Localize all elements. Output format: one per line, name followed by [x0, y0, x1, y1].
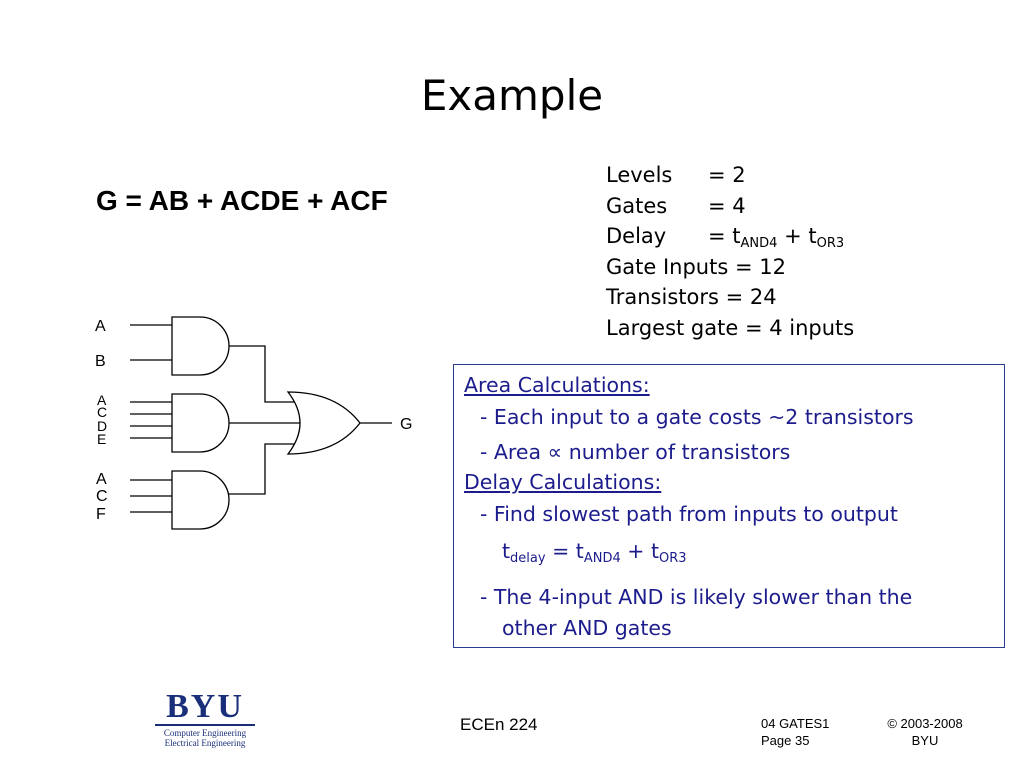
formula-sub-or3: OR3 [658, 551, 687, 566]
footer-page-info: 04 GATES1 Page 35 [761, 715, 829, 749]
area-heading: Area Calculations: [464, 373, 650, 397]
logic-circuit-diagram: A B A C D E A C F G [95, 316, 412, 530]
area-line-2-pre: - Area [480, 440, 548, 464]
stat-gates-value: = 4 [708, 193, 746, 218]
logo-subtitle-2: Electrical Engineering [164, 738, 246, 748]
delay-formula: tdelay = tAND4 + tOR3 [502, 539, 687, 566]
stat-levels-value: = 2 [708, 163, 746, 187]
formula-eq: = t [545, 539, 584, 563]
logo-wordmark: BYU [166, 688, 244, 725]
output-label-g: G [400, 416, 412, 433]
formula-sub-and4: AND4 [583, 551, 621, 566]
logo-subtitle-1: Computer Engineering [163, 728, 247, 738]
and-gate-1 [171, 316, 230, 376]
footer-copyright-years: © 2003-2008 [887, 716, 963, 731]
stat-delay-value: = tAND4 + tOR3 [708, 221, 844, 252]
proportional-symbol: ∝ [547, 440, 563, 464]
stat-gate-inputs: Gate Inputs = 12 [606, 254, 786, 279]
wire-and1-or [229, 345, 298, 403]
logo-rule [155, 724, 255, 726]
delay-line-2: - The 4-input AND is likely slower than … [480, 585, 913, 609]
footer-chapter: 04 GATES1 [761, 716, 830, 731]
formula-t1: t [502, 539, 511, 563]
calculations-box: Area Calculations: - Each input to a gat… [453, 364, 1005, 648]
area-line-2: - Area ∝ number of transistors [480, 440, 790, 464]
input-label-c1: C [97, 404, 107, 420]
delay-plus: + t [777, 224, 817, 248]
delay-sub-and4: AND4 [740, 236, 778, 251]
formula-sub-delay: delay [510, 551, 546, 566]
stat-levels: Levels = 2 [606, 160, 854, 191]
or-gate [286, 391, 361, 455]
input-label-e: E [97, 431, 106, 447]
input-label-d: D [97, 418, 107, 434]
delay-line-3: other AND gates [502, 616, 672, 640]
area-line-1: - Each input to a gate costs ~2 transist… [480, 405, 914, 429]
footer-course: ECEn 224 [460, 715, 538, 734]
formula-plus: + t [620, 539, 659, 563]
stat-levels-label: Levels [606, 163, 673, 187]
boolean-equation: G = AB + ACDE + ACF [96, 185, 388, 216]
footer-org: BYU [911, 733, 939, 748]
footer-copyright: © 2003-2008 BYU [880, 715, 970, 749]
and-gate-2 [171, 393, 230, 453]
input-label-a3: A [96, 471, 107, 488]
stat-gates: Gates = 4 [606, 191, 854, 222]
slide-title: Example [420, 71, 604, 120]
delay-eq: = t [708, 224, 741, 248]
delay-line-1: - Find slowest path from inputs to outpu… [480, 502, 898, 526]
delay-heading: Delay Calculations: [464, 470, 662, 494]
stat-transistors: Transistors = 24 [606, 285, 777, 309]
stat-delay-label: Delay [606, 224, 667, 248]
footer-page-number: Page 35 [761, 733, 810, 748]
byu-logo: BYU Computer Engineering Electrical Engi… [155, 688, 255, 748]
stat-delay: Delay = tAND4 + tOR3 [606, 221, 854, 252]
input-label-f: F [96, 506, 106, 523]
input-label-c2: C [96, 488, 108, 505]
stat-gates-label: Gates [606, 193, 668, 218]
input-label-a1: A [95, 318, 106, 335]
input-label-b: B [95, 353, 106, 370]
circuit-stats: Levels = 2 Gates = 4 Delay = tAND4 + tOR… [606, 160, 854, 343]
and-gate-3 [171, 470, 230, 530]
stat-largest-gate: Largest gate = 4 inputs [606, 315, 855, 340]
delay-sub-or3: OR3 [816, 236, 845, 251]
wire-and3-or [229, 443, 298, 495]
area-line-2-post: number of transistors [562, 440, 791, 464]
input-label-a2: A [97, 392, 107, 408]
